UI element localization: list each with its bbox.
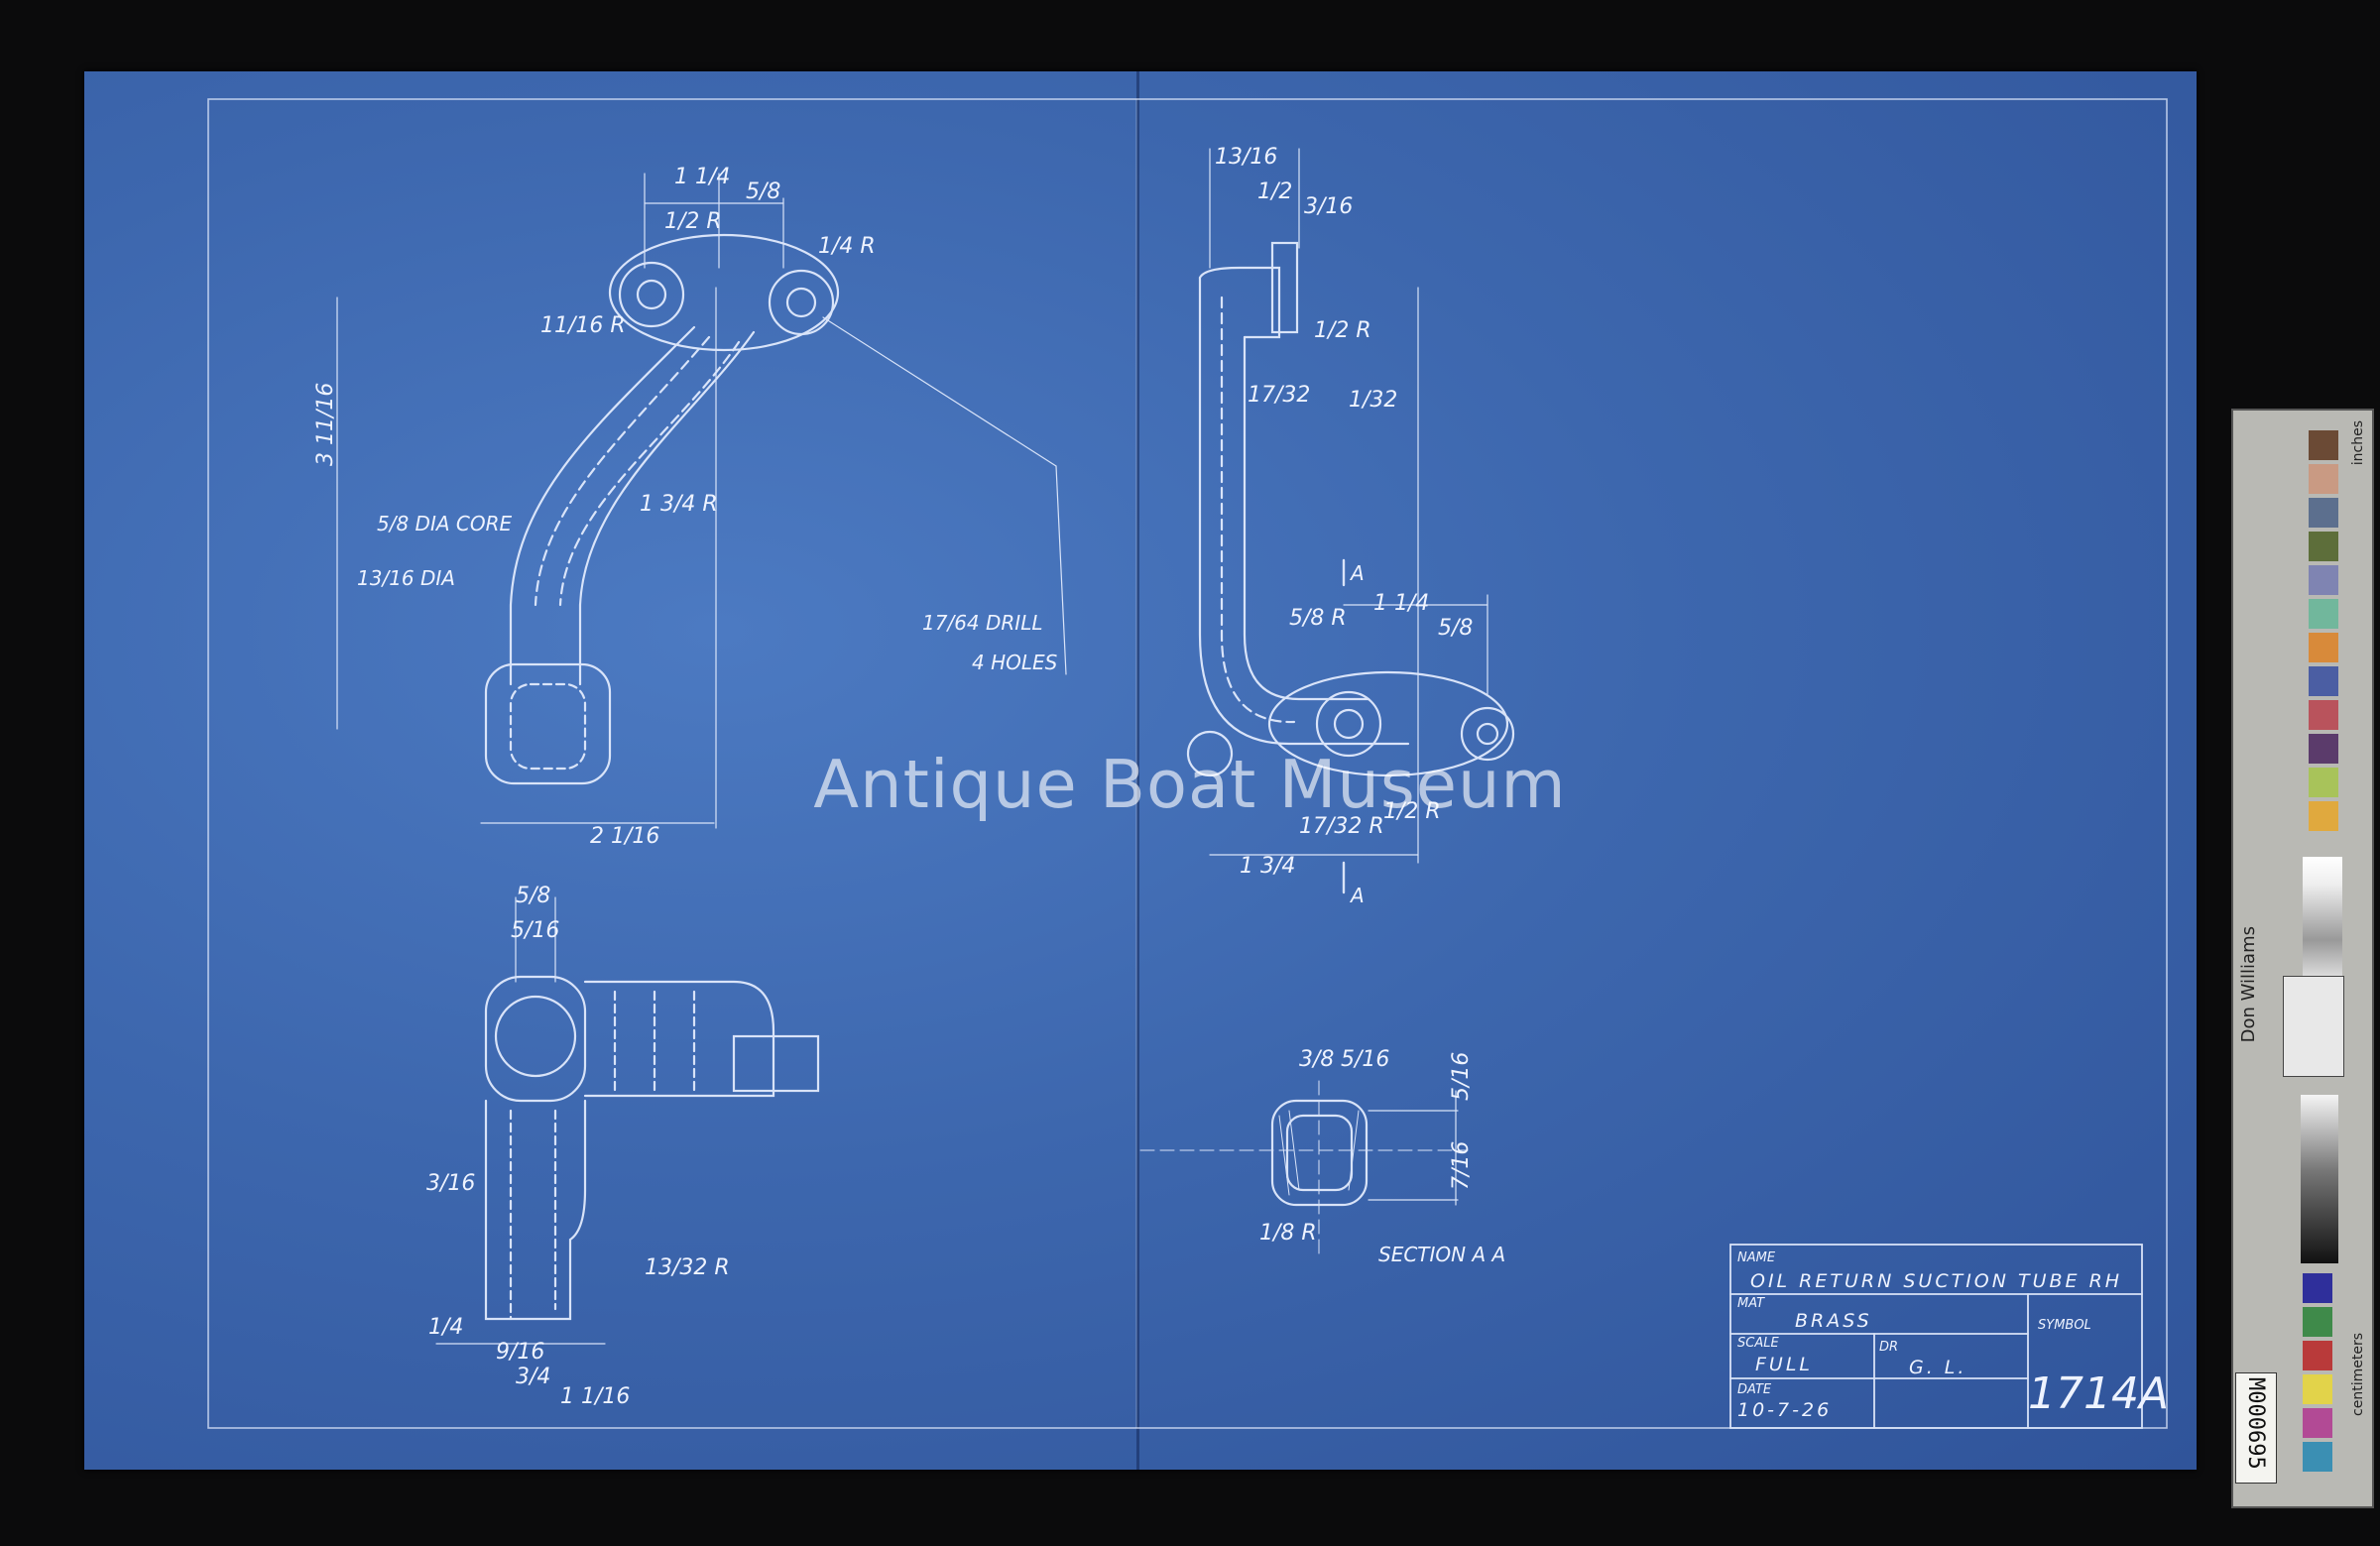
dim-text: 3 11/16 [313, 383, 338, 466]
color-swatch [2303, 1307, 2332, 1337]
color-swatch [2303, 1442, 2332, 1472]
dim-text: 17/32 [1248, 383, 1310, 408]
color-swatch [2309, 666, 2338, 696]
dim-text: 1 3/4 [1240, 854, 1295, 879]
dim-text: 1/2 R [1314, 318, 1371, 343]
holes-note: 4 HOLES [972, 651, 1058, 674]
dim-text: 1/32 [1349, 388, 1397, 413]
color-swatch [2309, 734, 2338, 764]
color-swatch [2309, 633, 2338, 662]
watermark: Antique Boat Museum [813, 746, 1567, 823]
symbol-value: 1714A [2028, 1368, 2169, 1419]
color-swatch [2303, 1273, 2332, 1303]
color-swatch [2309, 801, 2338, 831]
dim-text: 5/8 R [1289, 606, 1347, 631]
section-mark-bottom: A [1349, 884, 1365, 907]
color-swatch [2309, 565, 2338, 595]
color-swatch [2309, 498, 2338, 528]
scale-patch [2283, 976, 2344, 1077]
dim-text: 3/16 [1304, 194, 1353, 219]
material-value: BRASS [1795, 1310, 1872, 1332]
dim-text: 1 1/16 [560, 1384, 630, 1409]
dia-note: 13/16 DIA [357, 566, 455, 590]
dim-text: 3/8 [1299, 1047, 1334, 1072]
drawn-by-value: G. L. [1909, 1357, 1966, 1378]
section-mark-top: A [1349, 561, 1365, 585]
dim-text: 1/2 R [664, 209, 722, 234]
color-swatch [2309, 464, 2338, 494]
section-label: SECTION A A [1378, 1243, 1505, 1266]
dim-text: 7/16 [1449, 1141, 1474, 1190]
dim-text: 1/8 R [1259, 1221, 1317, 1246]
color-swatch [2309, 430, 2338, 460]
color-swatch [2309, 768, 2338, 797]
dim-text: 5/16 [1341, 1047, 1389, 1072]
dim-text: 1/4 R [818, 234, 876, 259]
sheet-fold [1136, 71, 1139, 1470]
dim-text: 1 3/4 R [640, 492, 718, 517]
color-swatch [2303, 1408, 2332, 1438]
dim-text: 1 1/4 [674, 165, 730, 189]
name-label: NAME [1737, 1250, 1776, 1265]
drawn-by-label: DR [1879, 1340, 1898, 1355]
drill-note: 17/64 DRILL [922, 611, 1042, 635]
color-swatch [2309, 599, 2338, 629]
plan-view-left [435, 896, 820, 1345]
dim-text: 17/32 R [1299, 814, 1384, 839]
color-swatch [2303, 1341, 2332, 1370]
white-patch [2303, 857, 2342, 996]
date-label: DATE [1737, 1382, 1772, 1397]
centimeters-label: centimeters [2350, 1333, 2366, 1416]
dim-text: 1/2 R [1383, 799, 1441, 824]
id-label-box [2235, 1372, 2277, 1484]
elevation-view-left [336, 173, 1067, 829]
gray-scale-strip [2301, 1095, 2338, 1263]
dim-text: 3/16 [426, 1171, 475, 1196]
object-id: M000695 [2243, 1377, 2268, 1470]
scale-label: SCALE [1737, 1336, 1779, 1351]
color-reference-target: inches Don Williams M000695 centimeters [2231, 409, 2374, 1508]
section-aa-view [1139, 1080, 1469, 1260]
dim-text: 1/4 [428, 1315, 463, 1340]
dim-text: 1/2 [1257, 179, 1292, 204]
dim-text: 9/16 [496, 1340, 544, 1365]
dim-text: 13/16 [1215, 145, 1277, 170]
dim-text: 1 1/4 [1373, 591, 1429, 616]
dim-text: 13/32 R [645, 1255, 730, 1280]
dim-text: 5/16 [1449, 1052, 1474, 1101]
dim-text: 5/8 [1438, 616, 1473, 641]
part-name: OIL RETURN SUCTION TUBE RH [1750, 1270, 2122, 1292]
dim-text: 11/16 R [540, 313, 626, 338]
material-label: MAT [1737, 1296, 1765, 1311]
date-value: 10-7-26 [1737, 1399, 1832, 1421]
dim-text: 3/4 [516, 1365, 550, 1389]
symbol-label: SYMBOL [2038, 1318, 2091, 1333]
core-note: 5/8 DIA CORE [377, 512, 512, 535]
dim-text: 5/16 [511, 918, 559, 943]
blueprint-sheet [84, 71, 2197, 1470]
brand-label: Don Williams [2238, 926, 2259, 1043]
dim-text: 2 1/16 [590, 824, 659, 849]
title-block-frame [1729, 1244, 2143, 1429]
elevation-view-right [1186, 148, 1515, 894]
scale-value: FULL [1755, 1354, 1813, 1375]
color-swatch [2303, 1374, 2332, 1404]
color-swatch [2309, 700, 2338, 730]
inches-label: inches [2350, 420, 2366, 466]
color-swatch [2309, 532, 2338, 561]
dim-text: 5/8 [746, 179, 780, 204]
dim-text: 5/8 [516, 884, 550, 908]
